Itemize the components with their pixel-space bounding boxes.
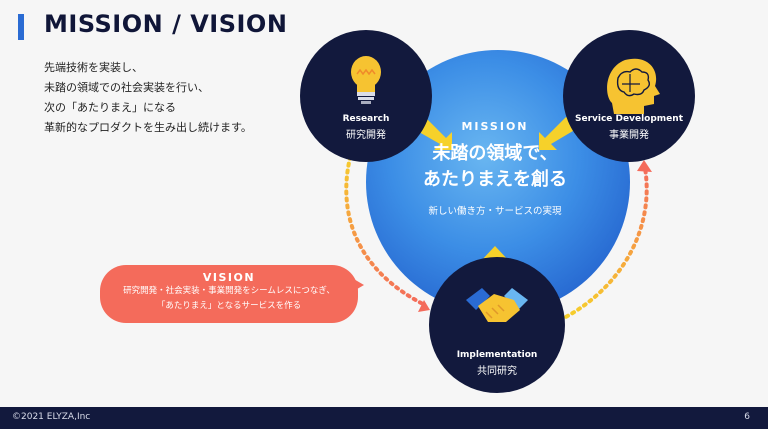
mission-line-1: 未踏の領域で、 [432, 143, 558, 164]
handshake-icon [466, 288, 528, 322]
mission-line-2: あたりまえを創る [423, 169, 567, 190]
research-en: Research [342, 114, 390, 124]
vision-line-1: 研究開発・社会実装・事業開発をシームレスにつなぎ、 [123, 286, 335, 296]
footer-copyright: ©2021 ELYZA,Inc [12, 412, 91, 422]
implementation-node-circle [429, 257, 565, 393]
intro-line: 革新的なプロダクトを生み出し続けます。 [44, 121, 252, 134]
service-jp: 事業開発 [609, 130, 649, 141]
implementation-en: Implementation [456, 350, 538, 360]
service-en: Service Development [575, 114, 683, 124]
arrow-service-to-mission [539, 117, 578, 150]
vision-callout: VISION 研究開発・社会実装・事業開発をシームレスにつなぎ、 「あたりまえ」… [100, 265, 358, 323]
left-dotted-arc [344, 148, 427, 307]
right-dotted-arc [558, 166, 649, 322]
research-jp: 研究開発 [346, 130, 386, 141]
mission-text-block: MISSION 未踏の領域で、 あたりまえを創る 新しい働き方・サービスの実現 [385, 120, 605, 217]
research-label: Research 研究開発 [326, 114, 406, 141]
footer-bar: ©2021 ELYZA,Inc 6 [0, 407, 768, 429]
mission-circle [366, 50, 630, 314]
intro-text: 先端技術を実装し、 未踏の領域での社会実装を行い、 次の「あたりまえ」になる 革… [44, 58, 252, 138]
right-arc-arrowhead [637, 160, 652, 172]
left-arc-arrowhead [418, 300, 430, 312]
vision-callout-tail [352, 278, 364, 292]
mission-subtitle: 新しい働き方・サービスの実現 [428, 206, 562, 217]
mission-label: MISSION [461, 120, 529, 133]
mission-statement: 未踏の領域で、 あたりまえを創る [385, 141, 605, 193]
implementation-label: Implementation 共同研究 [447, 350, 547, 377]
page-number: 6 [744, 412, 750, 422]
intro-line: 次の「あたりまえ」になる [44, 101, 176, 114]
head-brain-icon [607, 58, 660, 114]
intro-line: 未踏の領域での社会実装を行い、 [44, 81, 209, 94]
vision-label: VISION [202, 271, 256, 284]
service-label: Service Development 事業開発 [574, 114, 684, 141]
implementation-jp: 共同研究 [477, 366, 517, 377]
title-accent-bar [18, 14, 24, 40]
intro-line: 先端技術を実装し、 [44, 61, 143, 74]
page-title: MISSION / VISION [44, 10, 288, 38]
lightbulb-icon [351, 56, 381, 104]
vision-line-2: 「あたりまえ」となるサービスを作る [156, 301, 302, 311]
